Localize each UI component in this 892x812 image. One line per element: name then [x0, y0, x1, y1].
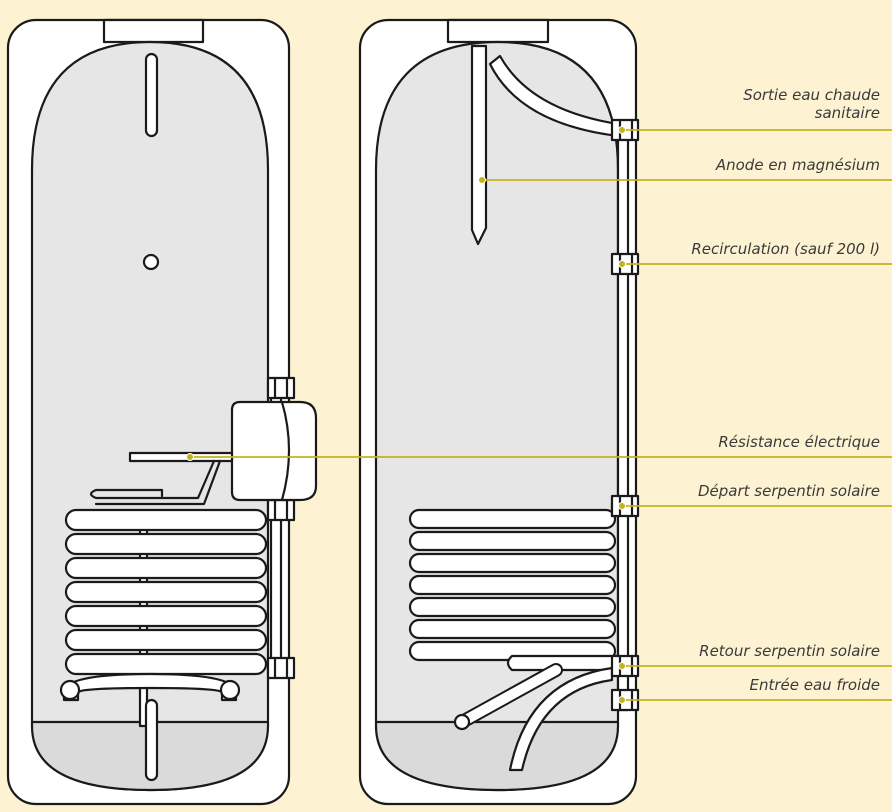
right-cold-inlet-pipe — [508, 666, 614, 772]
left-fitting-1 — [266, 376, 296, 400]
right-coil — [408, 508, 617, 662]
left-resistance-housing — [230, 400, 318, 502]
left-lower-rod — [144, 698, 159, 782]
left-fitting-3 — [266, 656, 296, 680]
left-anode-top — [144, 52, 159, 138]
label-recirculation: Recirculation (sauf 200 l) — [691, 240, 880, 258]
label-resistance: Résistance électrique — [718, 433, 880, 451]
label-entree: Entrée eau froide — [749, 676, 881, 694]
right-tank — [358, 18, 640, 806]
left-tank — [6, 18, 318, 806]
left-port — [142, 253, 160, 271]
left-heating-rod — [128, 451, 234, 463]
label-sortie-line2: sanitaire — [814, 104, 880, 122]
left-tank-cap — [102, 18, 205, 44]
right-tank-cap — [446, 18, 550, 44]
left-coil — [64, 508, 268, 676]
right-return-pipe — [506, 654, 620, 672]
left-bottom-loop — [62, 672, 238, 702]
label-depart: Départ serpentin solaire — [697, 482, 880, 500]
label-sortie: Sortie eau chaude sanitaire — [743, 86, 880, 122]
right-side-pipe — [616, 128, 630, 712]
right-tank-base — [374, 720, 620, 792]
label-anode: Anode en magnésium — [715, 156, 880, 174]
right-anode — [470, 44, 488, 246]
leader-lines — [186, 126, 892, 704]
left-fitting-2 — [266, 498, 296, 522]
label-sortie-line1: Sortie eau chaude — [743, 86, 880, 104]
label-retour: Retour serpentin solaire — [699, 642, 880, 660]
